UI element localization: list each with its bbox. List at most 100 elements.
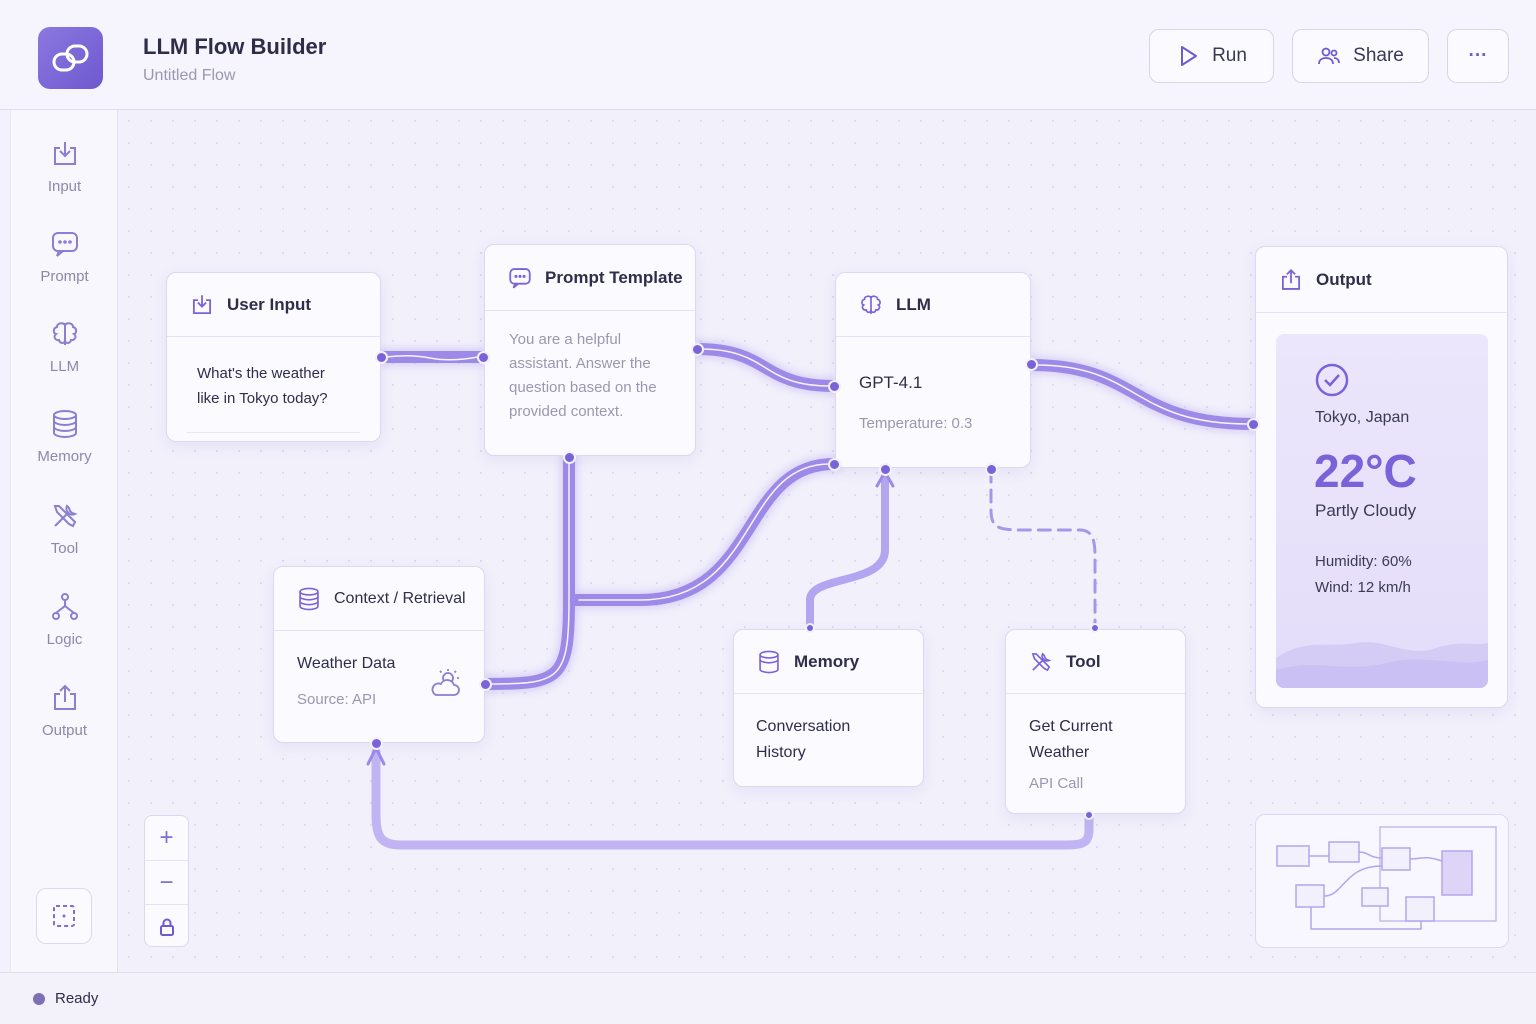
- status-text: Ready: [55, 990, 99, 1007]
- palette-item-llm[interactable]: LLM: [11, 318, 118, 398]
- zoom-controls: + −: [144, 815, 189, 947]
- weather-card: Tokyo, Japan 22°C Partly Cloudy Humidity…: [1276, 334, 1488, 688]
- lock-icon: [159, 918, 174, 936]
- brain-icon: [861, 294, 881, 314]
- zoom-in-button[interactable]: +: [159, 824, 174, 851]
- focus-icon: [53, 905, 75, 927]
- port-context-in[interactable]: [370, 737, 383, 750]
- palette-item-memory[interactable]: Memory: [11, 408, 118, 488]
- port-output-in[interactable]: [1247, 418, 1260, 431]
- port-tool-in[interactable]: [1090, 623, 1100, 633]
- port-llm-out[interactable]: [1025, 358, 1038, 371]
- palette-label: Input: [47, 178, 82, 195]
- prompt-icon: [509, 267, 531, 288]
- node-title: Memory: [794, 651, 860, 671]
- brain-icon: [52, 322, 77, 345]
- tool-function: Get Current Weather: [1029, 718, 1113, 761]
- palette-item-prompt[interactable]: Prompt: [11, 228, 118, 308]
- node-title: User Input: [227, 294, 312, 314]
- port-tool-out[interactable]: [1084, 810, 1094, 820]
- palette-item-output[interactable]: Output: [11, 682, 118, 762]
- node-palette: Input Prompt LLM Memory Tool Logic Out: [10, 110, 118, 972]
- prompt-icon: [51, 232, 78, 257]
- port-llm-tool-out[interactable]: [985, 463, 998, 476]
- node-memory[interactable]: Memory Conversation History: [733, 629, 924, 787]
- node-title: Context / Retrieval: [334, 589, 466, 607]
- node-context-retrieval[interactable]: Context / Retrieval Weather Data Source:…: [273, 566, 485, 743]
- tools-icon: [53, 504, 78, 528]
- node-title: Prompt Template: [545, 267, 683, 287]
- run-button[interactable]: Run: [1149, 29, 1274, 83]
- app-title: LLM Flow Builder: [143, 34, 327, 59]
- node-title: LLM: [896, 294, 931, 314]
- logic-icon: [51, 593, 78, 620]
- palette-item-tool[interactable]: Tool: [11, 500, 118, 580]
- database-icon: [52, 410, 77, 439]
- model-name[interactable]: GPT-4.1: [859, 373, 923, 392]
- input-icon: [192, 294, 212, 314]
- node-llm[interactable]: LLM GPT-4.1 Temperature: 0.3: [835, 272, 1031, 468]
- minimap-preview: [1276, 826, 1497, 930]
- user-message[interactable]: What's the weather like in Tokyo today?: [187, 355, 360, 433]
- link-icon: [52, 44, 88, 72]
- input-icon: [53, 142, 76, 165]
- palette-label: Prompt: [40, 268, 89, 285]
- palette-label: Tool: [50, 540, 79, 557]
- app-header: LLM Flow Builder Untitled Flow Run Share…: [0, 0, 1536, 110]
- users-icon: [1318, 47, 1341, 65]
- port-prompt-context-in[interactable]: [563, 451, 576, 464]
- play-icon: [1181, 46, 1198, 66]
- weather-temperature: 22°C: [1314, 445, 1417, 497]
- tool-type: API Call: [1029, 775, 1084, 792]
- palette-label: Memory: [37, 448, 92, 465]
- weather-wind: Wind: 12 km/h: [1315, 579, 1411, 596]
- port-context-out[interactable]: [479, 678, 492, 691]
- port-llm-context-in[interactable]: [828, 458, 841, 471]
- port-llm-memory-in[interactable]: [879, 463, 892, 476]
- tools-icon: [1031, 651, 1052, 671]
- status-bar: Ready: [0, 972, 1536, 1024]
- more-icon: ···: [1468, 45, 1488, 66]
- port-user-input-out[interactable]: [375, 351, 388, 364]
- node-title: Tool: [1066, 651, 1101, 671]
- port-llm-in[interactable]: [828, 380, 841, 393]
- memory-type: Conversation History: [756, 718, 851, 761]
- node-title: Output: [1316, 269, 1372, 289]
- flow-name[interactable]: Untitled Flow: [143, 67, 236, 84]
- partly-cloudy-icon: [431, 669, 460, 696]
- node-prompt-template[interactable]: Prompt Template You are a helpful assist…: [484, 244, 696, 456]
- palette-item-logic[interactable]: Logic: [11, 591, 118, 671]
- port-prompt-in[interactable]: [477, 351, 490, 364]
- mountain-decoration: [1276, 642, 1488, 688]
- status-indicator: [33, 992, 45, 1005]
- palette-label: Output: [41, 722, 88, 739]
- palette-label: Logic: [46, 631, 83, 648]
- node-user-input[interactable]: User Input What's the weather like in To…: [166, 272, 381, 442]
- fit-view-button[interactable]: [36, 888, 92, 944]
- context-source: Source: API: [297, 691, 377, 708]
- minimap[interactable]: [1255, 814, 1509, 948]
- run-label: Run: [1212, 45, 1247, 66]
- zoom-out-button[interactable]: −: [145, 860, 188, 904]
- lock-button[interactable]: [145, 904, 188, 948]
- port-memory-out[interactable]: [805, 623, 815, 633]
- context-name: Weather Data: [297, 655, 396, 672]
- palette-label: LLM: [49, 358, 80, 375]
- node-tool[interactable]: Tool Get Current Weather API Call: [1005, 629, 1186, 814]
- node-output[interactable]: Output Tokyo, Japan 22°C Partly Cloudy H…: [1255, 246, 1508, 708]
- share-label: Share: [1353, 45, 1404, 66]
- output-icon: [53, 684, 76, 710]
- share-button[interactable]: Share: [1292, 29, 1429, 83]
- database-icon: [759, 650, 779, 673]
- weather-location: Tokyo, Japan: [1315, 409, 1410, 426]
- app-logo: [38, 27, 103, 89]
- check-circle-icon: [1315, 363, 1349, 397]
- prompt-text[interactable]: You are a helpful assistant. Answer the …: [509, 331, 657, 420]
- output-icon: [1281, 268, 1301, 290]
- temperature-setting[interactable]: Temperature: 0.3: [859, 415, 973, 432]
- more-options-button[interactable]: ···: [1447, 29, 1509, 83]
- weather-humidity: Humidity: 60%: [1315, 553, 1412, 570]
- palette-item-input[interactable]: Input: [11, 138, 118, 218]
- weather-condition: Partly Cloudy: [1315, 501, 1417, 520]
- port-prompt-out[interactable]: [691, 343, 704, 356]
